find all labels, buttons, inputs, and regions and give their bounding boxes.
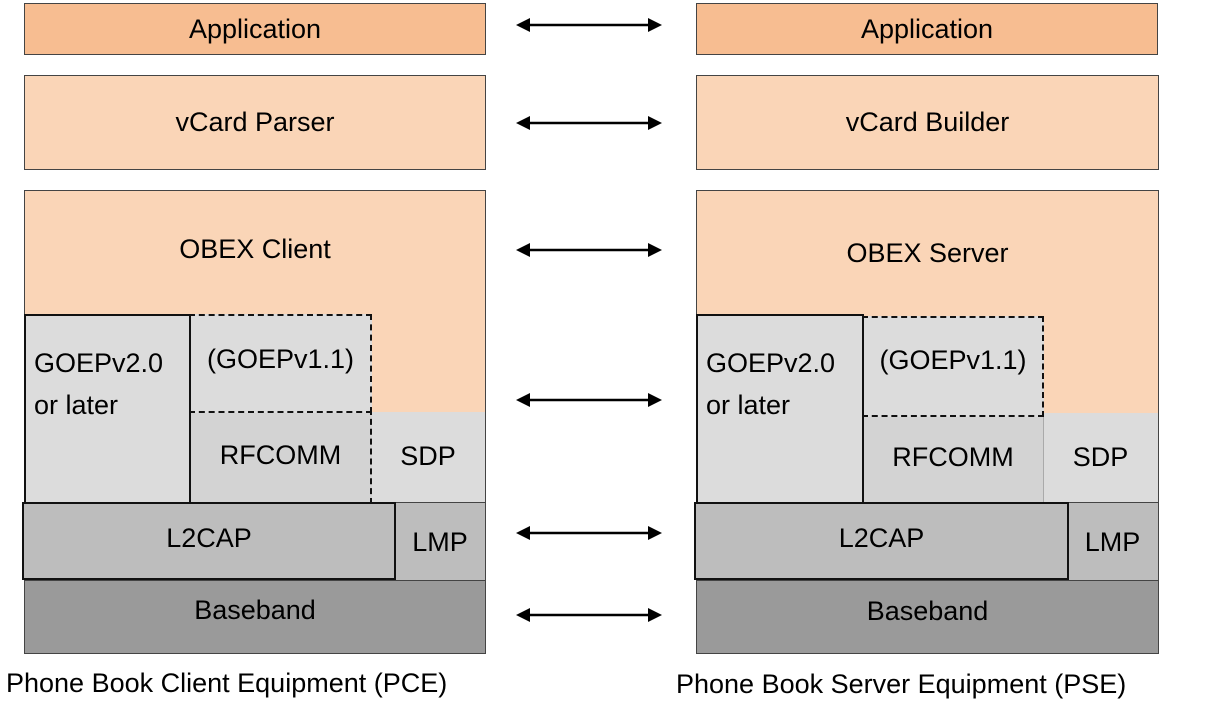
pce-goep2-line1: GOEPv2.0 (34, 348, 164, 378)
pce-baseband-layer: Baseband (24, 580, 486, 654)
vcard-link-arrow (516, 116, 662, 130)
pce-vcard-parser-layer: vCard Parser (24, 75, 486, 170)
pse-goep2-layer: GOEPv2.0 or later (696, 314, 864, 504)
pce-sdp-label: SDP (400, 440, 456, 471)
pce-rfcomm-layer: RFCOMM (189, 409, 372, 504)
goep-link-arrow (516, 393, 662, 407)
pse-obex-label: OBEX Server (846, 237, 1009, 268)
pce-goep2-layer: GOEPv2.0 or later (24, 314, 191, 504)
pce-rfcomm-label: RFCOMM (219, 440, 342, 470)
pce-lmp-layer: LMP (394, 502, 486, 582)
pse-baseband-layer: Baseband (696, 580, 1159, 654)
pse-application-label: Application (860, 13, 994, 44)
pse-rfcomm-layer: RFCOMM (862, 412, 1044, 504)
pse-vcard-builder-layer: vCard Builder (696, 75, 1159, 170)
pse-lmp-label: LMP (1084, 526, 1141, 557)
pse-vcard-label: vCard Builder (845, 107, 1010, 137)
pse-l2cap-layer: L2CAP (694, 502, 1069, 580)
pce-application-layer: Application (24, 3, 486, 55)
pse-baseband-label: Baseband (866, 595, 989, 626)
pce-l2cap-label: L2CAP (166, 522, 252, 553)
pse-goep1-label: (GOEPv1.1) (879, 345, 1027, 375)
pse-goep1-layer: (GOEPv1.1) (862, 316, 1044, 417)
pse-rfcomm-label: RFCOMM (892, 442, 1014, 472)
l2cap-link-arrow (516, 526, 662, 540)
pce-baseband-label: Baseband (194, 594, 316, 625)
pse-l2cap-label: L2CAP (838, 522, 925, 553)
pce-application-label: Application (188, 13, 322, 44)
pse-lmp-layer: LMP (1066, 502, 1159, 582)
application-link-arrow (516, 18, 662, 32)
pce-goep1-layer: (GOEPv1.1) (189, 314, 372, 413)
pse-sdp-region (1042, 413, 1159, 504)
pce-vcard-label: vCard Parser (175, 107, 335, 137)
baseband-link-arrow (516, 608, 662, 622)
pce-goep1-label: (GOEPv1.1) (206, 344, 355, 374)
pce-caption: Phone Book Client Equipment (PCE) (6, 668, 448, 698)
pse-goep2-line2: or later (706, 390, 791, 420)
pse-goep2-line1: GOEPv2.0 (706, 348, 836, 378)
pce-goep2-line2: or later (34, 390, 119, 420)
pce-l2cap-layer: L2CAP (22, 502, 396, 580)
pce-obex-label: OBEX Client (179, 233, 331, 264)
pce-lmp-label: LMP (412, 526, 468, 557)
pse-caption: Phone Book Server Equipment (PSE) (676, 669, 1127, 699)
pse-sdp-label: SDP (1072, 441, 1129, 472)
pse-application-layer: Application (696, 3, 1158, 55)
obex-link-arrow (516, 243, 662, 257)
